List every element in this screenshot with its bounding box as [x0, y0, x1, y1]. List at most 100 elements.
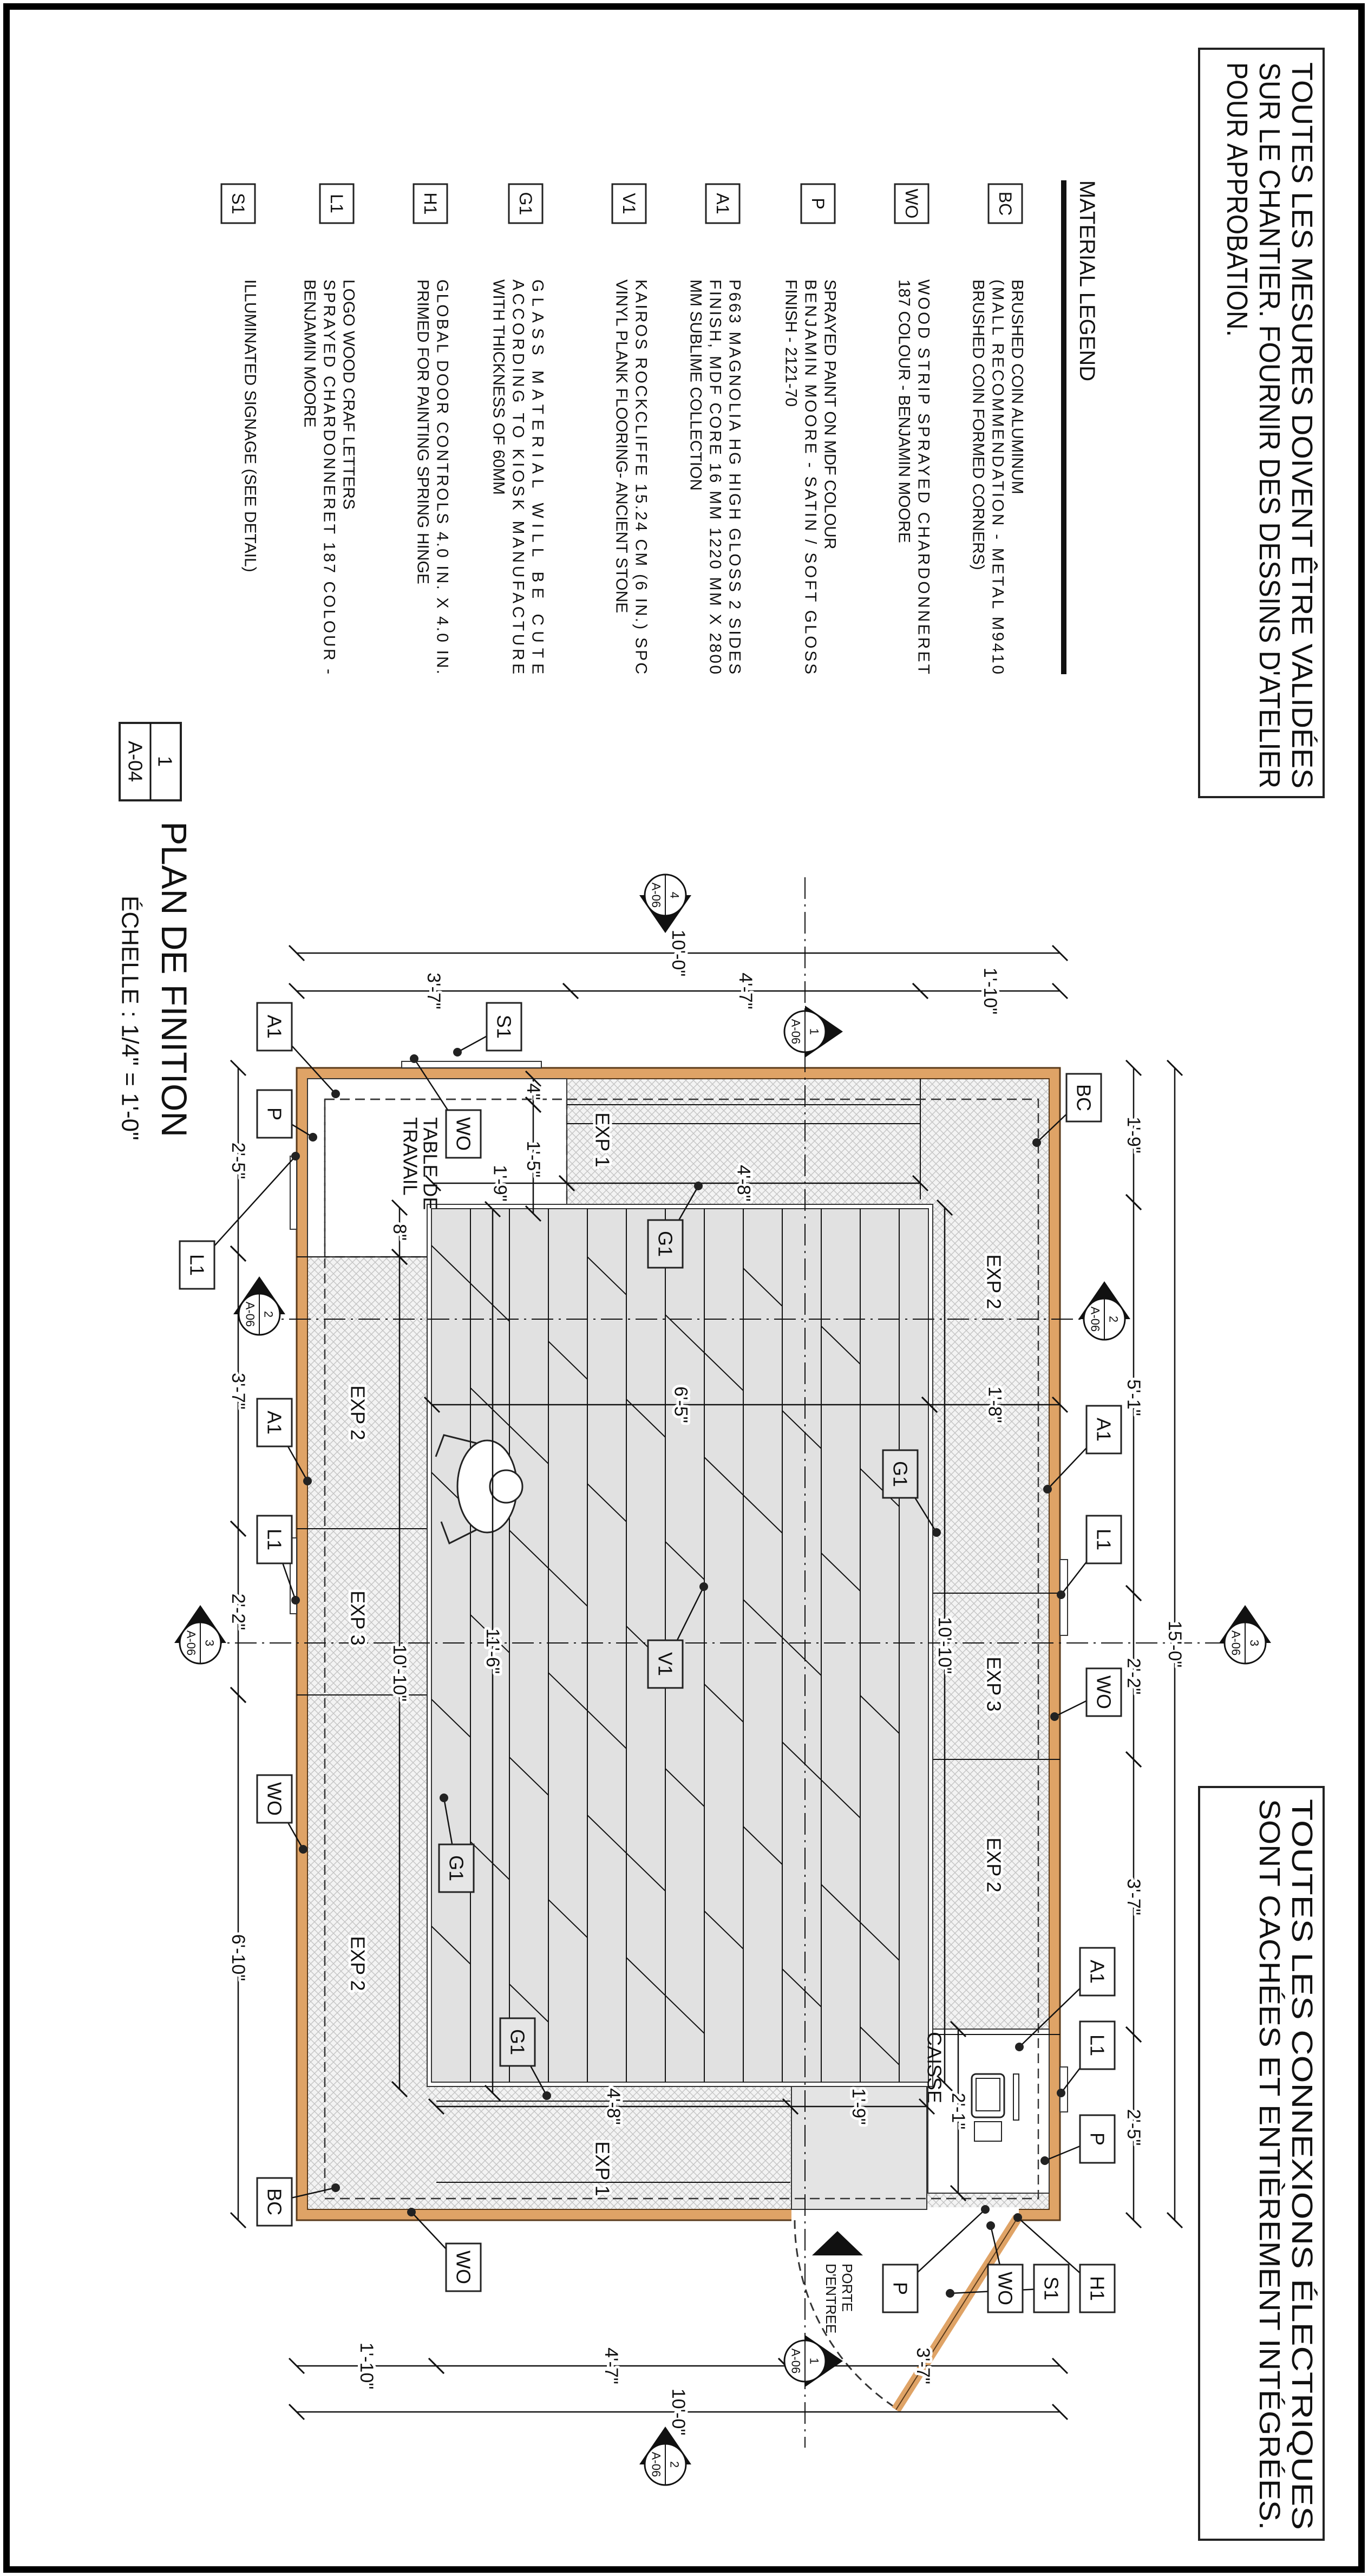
legend-tag-code: S1 [228, 193, 248, 214]
dimension-tick [1125, 2212, 1142, 2229]
dimension-label: 10'-10" [934, 1617, 955, 1674]
material-tag[interactable] [438, 1843, 475, 1893]
plank-end [821, 1553, 861, 1592]
plan-title: PLAN DE FINITION [154, 821, 194, 1137]
legend-tag-box [894, 183, 930, 224]
dimension-tick [782, 2098, 799, 2115]
plank-end [860, 2026, 900, 2065]
material-tag[interactable] [256, 1398, 293, 1447]
dimension-tick [1051, 944, 1069, 962]
material-tag[interactable] [499, 2017, 536, 2067]
dimension-tick [391, 1199, 408, 1216]
plank-end [704, 1684, 744, 1723]
dimension-tick [288, 2357, 305, 2375]
dimension-tick [1125, 2026, 1142, 2043]
dimension-label: 3'-7" [423, 973, 444, 1009]
dimension-label: 2'-2" [1123, 1658, 1144, 1695]
legend-description-line: PRIMED FOR PAINTING SPRING HINGE [414, 279, 432, 584]
dimension-tick [484, 2084, 501, 2102]
plank-end [509, 1425, 549, 1464]
room-label: EXP 3 [983, 1657, 1005, 1711]
material-tag[interactable] [256, 1774, 293, 1824]
dimension-tick [525, 1205, 542, 1222]
plank-end [782, 1410, 822, 1449]
section-number: 1 [808, 2358, 821, 2364]
dimension-tick [391, 2081, 408, 2098]
legend-tag-code: WO [902, 188, 921, 218]
pos-terminal-icon [974, 2121, 1002, 2142]
material-tag[interactable] [647, 1219, 684, 1269]
section-sheet: A-06 [244, 1302, 257, 1327]
material-tag[interactable] [987, 2264, 1024, 2313]
plank-end [782, 1742, 822, 1781]
section-number: 2 [262, 1311, 276, 1318]
dimension-tick [484, 1201, 501, 1218]
dimension-label: 3'-7" [1123, 1879, 1144, 1915]
material-tag-code: V1 [654, 1652, 677, 1676]
material-tag[interactable] [882, 2264, 919, 2313]
leader-dot [291, 1152, 300, 1160]
legend-tag-code: L1 [327, 194, 346, 213]
material-tag[interactable] [1085, 1515, 1122, 1564]
room-label: EXP 1 [592, 2141, 614, 2196]
dimension-label: 4'-8" [734, 1165, 754, 1202]
material-tag-code: BC [264, 2188, 286, 2215]
room-label: EXP 2 [983, 1254, 1005, 1309]
plank-end [782, 1637, 822, 1676]
person-figure-icon [435, 1434, 523, 1545]
door-swing-arc [794, 2220, 899, 2411]
dimension-label: 1'-10" [356, 2343, 377, 2390]
plank-end [821, 1779, 861, 1818]
dimension-tick [428, 2357, 445, 2375]
dimension-tick [230, 1520, 247, 1537]
dimension-tick [1051, 982, 1069, 1000]
leader-dot [1015, 2043, 1024, 2051]
entry-label: PORTE [839, 2264, 855, 2312]
material-tag[interactable] [1079, 1947, 1116, 1997]
material-tag[interactable] [486, 1002, 522, 1052]
material-tag[interactable] [256, 1002, 293, 1052]
material-tag[interactable] [179, 1240, 215, 1290]
measurement-note-box [1198, 48, 1325, 798]
dimension-tick [423, 1396, 441, 1413]
legend-tag-box [319, 183, 355, 224]
material-tag[interactable] [1079, 2020, 1116, 2070]
material-tag[interactable] [1085, 1405, 1122, 1455]
material-tag[interactable] [1085, 1667, 1122, 1717]
material-tag[interactable] [1033, 2264, 1070, 2313]
material-tag[interactable] [1065, 1073, 1102, 1123]
material-tag[interactable] [1079, 2264, 1116, 2313]
entry-arrow-icon [812, 2231, 863, 2255]
dimension-label: 4'-7" [601, 2347, 621, 2384]
dimension-tick [918, 2098, 935, 2115]
dimension-tick [428, 2098, 445, 2115]
material-tag[interactable] [256, 1089, 293, 1139]
plank-end [665, 1541, 705, 1580]
material-tag[interactable] [1079, 2114, 1116, 2164]
legend-tag-code: P [808, 198, 828, 209]
leader-dot [1013, 2213, 1022, 2222]
material-tag[interactable] [445, 2242, 482, 2292]
dimension-tick [921, 1396, 938, 1413]
material-tag-code: L1 [186, 1254, 208, 1276]
dimension-tick [912, 1175, 929, 1192]
wall-mounted-sign [290, 1156, 297, 1230]
leader-dot [1043, 1485, 1052, 1494]
material-tag[interactable] [256, 1515, 293, 1564]
material-tag[interactable] [445, 1109, 482, 1159]
material-tag[interactable] [256, 2177, 293, 2227]
entry-label: D'ENTREE [823, 2264, 839, 2333]
material-tag-code: S1 [1040, 2277, 1063, 2300]
section-sheet: A-06 [650, 2452, 663, 2477]
plank-end [626, 1399, 666, 1438]
dimension-label: 1'-9" [490, 1165, 510, 1202]
dimension-tick [1166, 1059, 1183, 1077]
measurement-note-line: POUR APPROBATION. [1221, 62, 1253, 337]
material-tag[interactable] [647, 1639, 684, 1689]
legend-tag-box [413, 183, 448, 224]
dimension-tick [424, 1175, 442, 1192]
material-tag[interactable] [882, 1449, 919, 1499]
legend-description-line: LOGO WOOD CRAF LETTERS [340, 279, 358, 510]
legend-description-line: BENJAMIN MOORE [301, 279, 319, 427]
